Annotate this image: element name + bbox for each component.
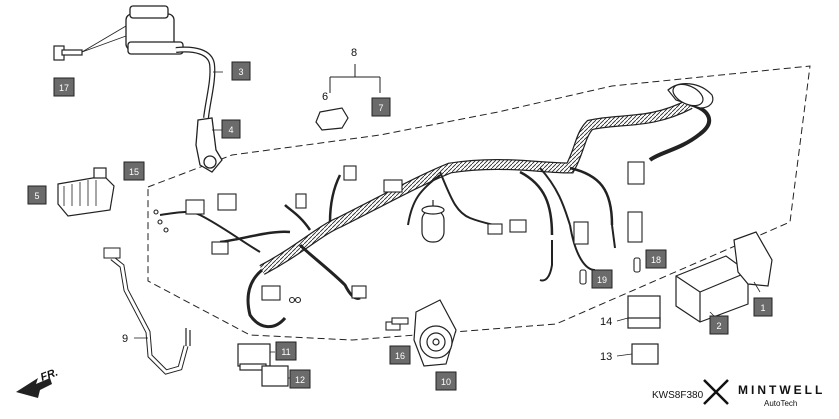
harness-connectors [153, 161, 645, 304]
ignition-coil [125, 5, 223, 173]
svg-text:15: 15 [129, 167, 139, 177]
diagram-code: KWS8F380 [652, 390, 704, 401]
relay-small [261, 365, 289, 387]
bolt-17 [53, 45, 83, 61]
callout-4: 4 [221, 119, 241, 139]
callout-12: 12 [289, 369, 311, 389]
svg-text:16: 16 [395, 351, 405, 361]
dashed-outline [147, 65, 811, 341]
callout-5: 5 [27, 185, 47, 205]
front-label: FR. [39, 366, 60, 383]
relay-14 [627, 295, 661, 329]
callout-8: 8 [351, 47, 357, 59]
bolt-16 [385, 317, 409, 331]
fuses [579, 257, 641, 285]
svg-text:4: 4 [228, 125, 233, 135]
brand-logo: MINTWELL AutoTech [703, 379, 825, 408]
callout-2: 2 [709, 315, 729, 335]
starter-relay [237, 343, 271, 371]
regulator-rectifier [57, 167, 115, 217]
svg-text:18: 18 [651, 255, 661, 265]
callout-tags: 1 2 3 4 5 7 10 11 12 15 16 17 18 19 [27, 61, 773, 391]
callout-10: 10 [435, 371, 457, 391]
svg-text:17: 17 [59, 83, 69, 93]
callout-16: 16 [389, 345, 411, 365]
callout-15: 15 [123, 161, 145, 181]
svg-text:11: 11 [281, 347, 290, 357]
svg-text:1: 1 [760, 303, 765, 313]
callout-13: 13 [600, 351, 612, 363]
svg-text:7: 7 [378, 103, 383, 113]
callout-7: 7 [371, 97, 391, 117]
svg-text:2: 2 [716, 321, 721, 331]
connector-cap [667, 83, 714, 109]
switch-unit [733, 231, 773, 287]
callout-19: 19 [591, 269, 613, 289]
relay-13 [631, 343, 659, 365]
horn [413, 299, 457, 367]
svg-text:5: 5 [34, 191, 39, 201]
callout-1: 1 [753, 297, 773, 317]
callout-6: 6 [322, 91, 328, 103]
brand-name: MINTWELL [738, 383, 825, 397]
callout-14: 14 [600, 316, 612, 328]
brand-sub: AutoTech [764, 399, 797, 408]
callout-9: 9 [122, 333, 128, 345]
svg-text:3: 3 [238, 67, 243, 77]
callout-17: 17 [53, 77, 75, 97]
relay-6 [315, 107, 349, 131]
callout-3: 3 [231, 61, 251, 81]
front-direction-arrow [16, 378, 52, 398]
cdi-unit [675, 255, 749, 323]
callout-18: 18 [645, 249, 667, 269]
svg-text:12: 12 [295, 375, 305, 385]
svg-text:19: 19 [597, 275, 607, 285]
svg-text:10: 10 [441, 377, 451, 387]
condenser [421, 200, 445, 243]
callout-11: 11 [275, 341, 297, 361]
